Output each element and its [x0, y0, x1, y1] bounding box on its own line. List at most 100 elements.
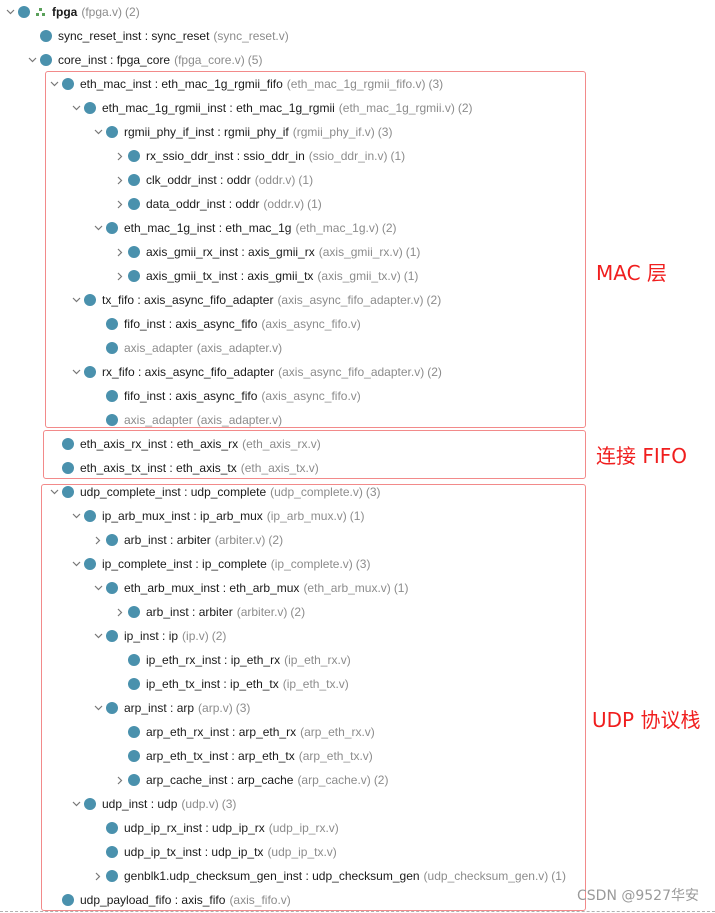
chevron-down-icon[interactable]: [4, 0, 16, 24]
source-file: (arp_eth_tx.v): [298, 749, 373, 763]
chevron-down-icon[interactable]: [70, 288, 82, 312]
module-name: core_inst : fpga_core: [58, 53, 171, 67]
module-name: udp_inst : udp: [102, 797, 178, 811]
chevron-right-icon[interactable]: [92, 864, 104, 888]
chevron-right-icon[interactable]: [114, 168, 126, 192]
tree-row[interactable]: rx_ssio_ddr_inst : ssio_ddr_in(ssio_ddr_…: [114, 144, 405, 168]
module-name: fifo_inst : axis_async_fifo: [124, 317, 258, 331]
module-node-icon: [128, 774, 140, 786]
chevron-down-icon[interactable]: [48, 72, 60, 96]
module-node-icon: [128, 606, 140, 618]
module-name: ip_eth_tx_inst : ip_eth_tx: [146, 677, 279, 691]
source-file: (arp_cache.v): [297, 773, 371, 787]
module-node-icon: [84, 102, 96, 114]
tree-row[interactable]: fifo_inst : axis_async_fifo(axis_async_f…: [92, 312, 361, 336]
source-file: (udp_complete.v): [270, 485, 363, 499]
module-node-icon: [106, 390, 118, 402]
child-count: (2): [211, 629, 227, 643]
tree-row[interactable]: arp_eth_tx_inst : arp_eth_tx(arp_eth_tx.…: [114, 744, 373, 768]
tree-row[interactable]: arb_inst : arbiter(arbiter.v)(2): [114, 600, 305, 624]
tree-row[interactable]: data_oddr_inst : oddr(oddr.v)(1): [114, 192, 322, 216]
tree-row[interactable]: ip_eth_tx_inst : ip_eth_tx(ip_eth_tx.v): [114, 672, 349, 696]
source-file: (eth_mac_1g_rgmii_fifo.v): [286, 77, 426, 91]
source-file: (eth_axis_tx.v): [240, 461, 319, 475]
chevron-down-icon[interactable]: [70, 504, 82, 528]
tree-row[interactable]: axis_adapter(axis_adapter.v): [92, 408, 282, 432]
chevron-down-icon[interactable]: [92, 120, 104, 144]
source-file: (ip_eth_rx.v): [284, 653, 351, 667]
tree-row[interactable]: rx_fifo : axis_async_fifo_adapter(axis_a…: [70, 360, 442, 384]
tree-row[interactable]: fifo_inst : axis_async_fifo(axis_async_f…: [92, 384, 361, 408]
child-count: (3): [221, 797, 237, 811]
tree-row[interactable]: udp_ip_tx_inst : udp_ip_tx(udp_ip_tx.v): [92, 840, 337, 864]
child-count: (1): [551, 869, 566, 883]
tree-row[interactable]: eth_arb_mux_inst : eth_arb_mux(eth_arb_m…: [92, 576, 408, 600]
module-name: arp_inst : arp: [124, 701, 195, 715]
module-node-icon: [128, 246, 140, 258]
tree-row[interactable]: udp_ip_rx_inst : udp_ip_rx(udp_ip_rx.v): [92, 816, 339, 840]
chevron-down-icon[interactable]: [92, 216, 104, 240]
child-count: (1): [307, 197, 322, 211]
tree-row[interactable]: axis_gmii_rx_inst : axis_gmii_rx(axis_gm…: [114, 240, 420, 264]
module-node-icon: [40, 30, 52, 42]
chevron-down-icon[interactable]: [70, 360, 82, 384]
tree-row[interactable]: axis_adapter(axis_adapter.v): [92, 336, 282, 360]
tree-row[interactable]: genblk1.udp_checksum_gen_inst : udp_chec…: [92, 864, 566, 888]
tree-row[interactable]: eth_mac_inst : eth_mac_1g_rgmii_fifo(eth…: [48, 72, 443, 96]
chevron-right-icon[interactable]: [92, 528, 104, 552]
tree-row[interactable]: arp_inst : arp(arp.v)(3): [92, 696, 250, 720]
tree-row[interactable]: ip_eth_rx_inst : ip_eth_rx(ip_eth_rx.v): [114, 648, 351, 672]
chevron-down-icon[interactable]: [92, 576, 104, 600]
module-name: data_oddr_inst : oddr: [146, 197, 260, 211]
tree-row[interactable]: sync_reset_inst : sync_reset(sync_reset.…: [26, 24, 289, 48]
tree-row[interactable]: rgmii_phy_if_inst : rgmii_phy_if(rgmii_p…: [92, 120, 392, 144]
module-name: arp_eth_tx_inst : arp_eth_tx: [146, 749, 295, 763]
tree-row[interactable]: arb_inst : arbiter(arbiter.v)(2): [92, 528, 283, 552]
chevron-down-icon[interactable]: [92, 624, 104, 648]
tree-row[interactable]: eth_mac_1g_rgmii_inst : eth_mac_1g_rgmii…: [70, 96, 473, 120]
hierarchy-top-icon: [36, 7, 46, 17]
source-file: (udp_ip_tx.v): [267, 845, 337, 859]
chevron-down-icon[interactable]: [70, 792, 82, 816]
child-count: (2): [268, 533, 284, 547]
tree-row[interactable]: core_inst : fpga_core(fpga_core.v)(5): [26, 48, 262, 72]
chevron-down-icon[interactable]: [70, 552, 82, 576]
module-node-icon: [106, 702, 118, 714]
chevron-right-icon[interactable]: [114, 240, 126, 264]
chevron-right-icon[interactable]: [114, 600, 126, 624]
tree-row[interactable]: udp_complete_inst : udp_complete(udp_com…: [48, 480, 381, 504]
tree-row[interactable]: arp_eth_rx_inst : arp_eth_rx(arp_eth_rx.…: [114, 720, 375, 744]
source-file: (eth_axis_rx.v): [242, 437, 321, 451]
module-node-icon: [128, 750, 140, 762]
tree-row[interactable]: eth_mac_1g_inst : eth_mac_1g(eth_mac_1g.…: [92, 216, 397, 240]
module-node-icon: [62, 462, 74, 474]
mac-layer-box: [45, 71, 586, 428]
chevron-down-icon[interactable]: [70, 96, 82, 120]
tree-row[interactable]: eth_axis_rx_inst : eth_axis_rx(eth_axis_…: [48, 432, 321, 456]
tree-row[interactable]: clk_oddr_inst : oddr(oddr.v)(1): [114, 168, 313, 192]
tree-row[interactable]: udp_inst : udp(udp.v)(3): [70, 792, 236, 816]
tree-row[interactable]: tx_fifo : axis_async_fifo_adapter(axis_a…: [70, 288, 441, 312]
module-name: rgmii_phy_if_inst : rgmii_phy_if: [124, 125, 289, 139]
chevron-down-icon[interactable]: [92, 696, 104, 720]
tree-row[interactable]: ip_arb_mux_inst : ip_arb_mux(ip_arb_mux.…: [70, 504, 364, 528]
chevron-right-icon[interactable]: [114, 192, 126, 216]
chevron-right-icon[interactable]: [114, 264, 126, 288]
chevron-down-icon[interactable]: [26, 48, 38, 72]
tree-row[interactable]: axis_gmii_tx_inst : axis_gmii_tx(axis_gm…: [114, 264, 418, 288]
child-count: (3): [355, 557, 371, 571]
tree-row[interactable]: ip_inst : ip(ip.v)(2): [92, 624, 226, 648]
module-name: ip_inst : ip: [124, 629, 179, 643]
connect-fifo-label: 连接 FIFO: [596, 444, 688, 468]
chevron-right-icon[interactable]: [114, 144, 126, 168]
chevron-down-icon[interactable]: [48, 480, 60, 504]
chevron-right-icon[interactable]: [114, 768, 126, 792]
tree-row[interactable]: udp_payload_fifo : axis_fifo(axis_fifo.v…: [48, 888, 291, 912]
source-file: (eth_mac_1g_rgmii.v): [338, 101, 455, 115]
module-node-icon: [128, 198, 140, 210]
tree-row[interactable]: ip_complete_inst : ip_complete(ip_comple…: [70, 552, 370, 576]
tree-row[interactable]: eth_axis_tx_inst : eth_axis_tx(eth_axis_…: [48, 456, 319, 480]
tree-row[interactable]: fpga(fpga.v)(2): [4, 0, 140, 24]
tree-row[interactable]: arp_cache_inst : arp_cache(arp_cache.v)(…: [114, 768, 388, 792]
module-name: fpga: [52, 5, 78, 19]
